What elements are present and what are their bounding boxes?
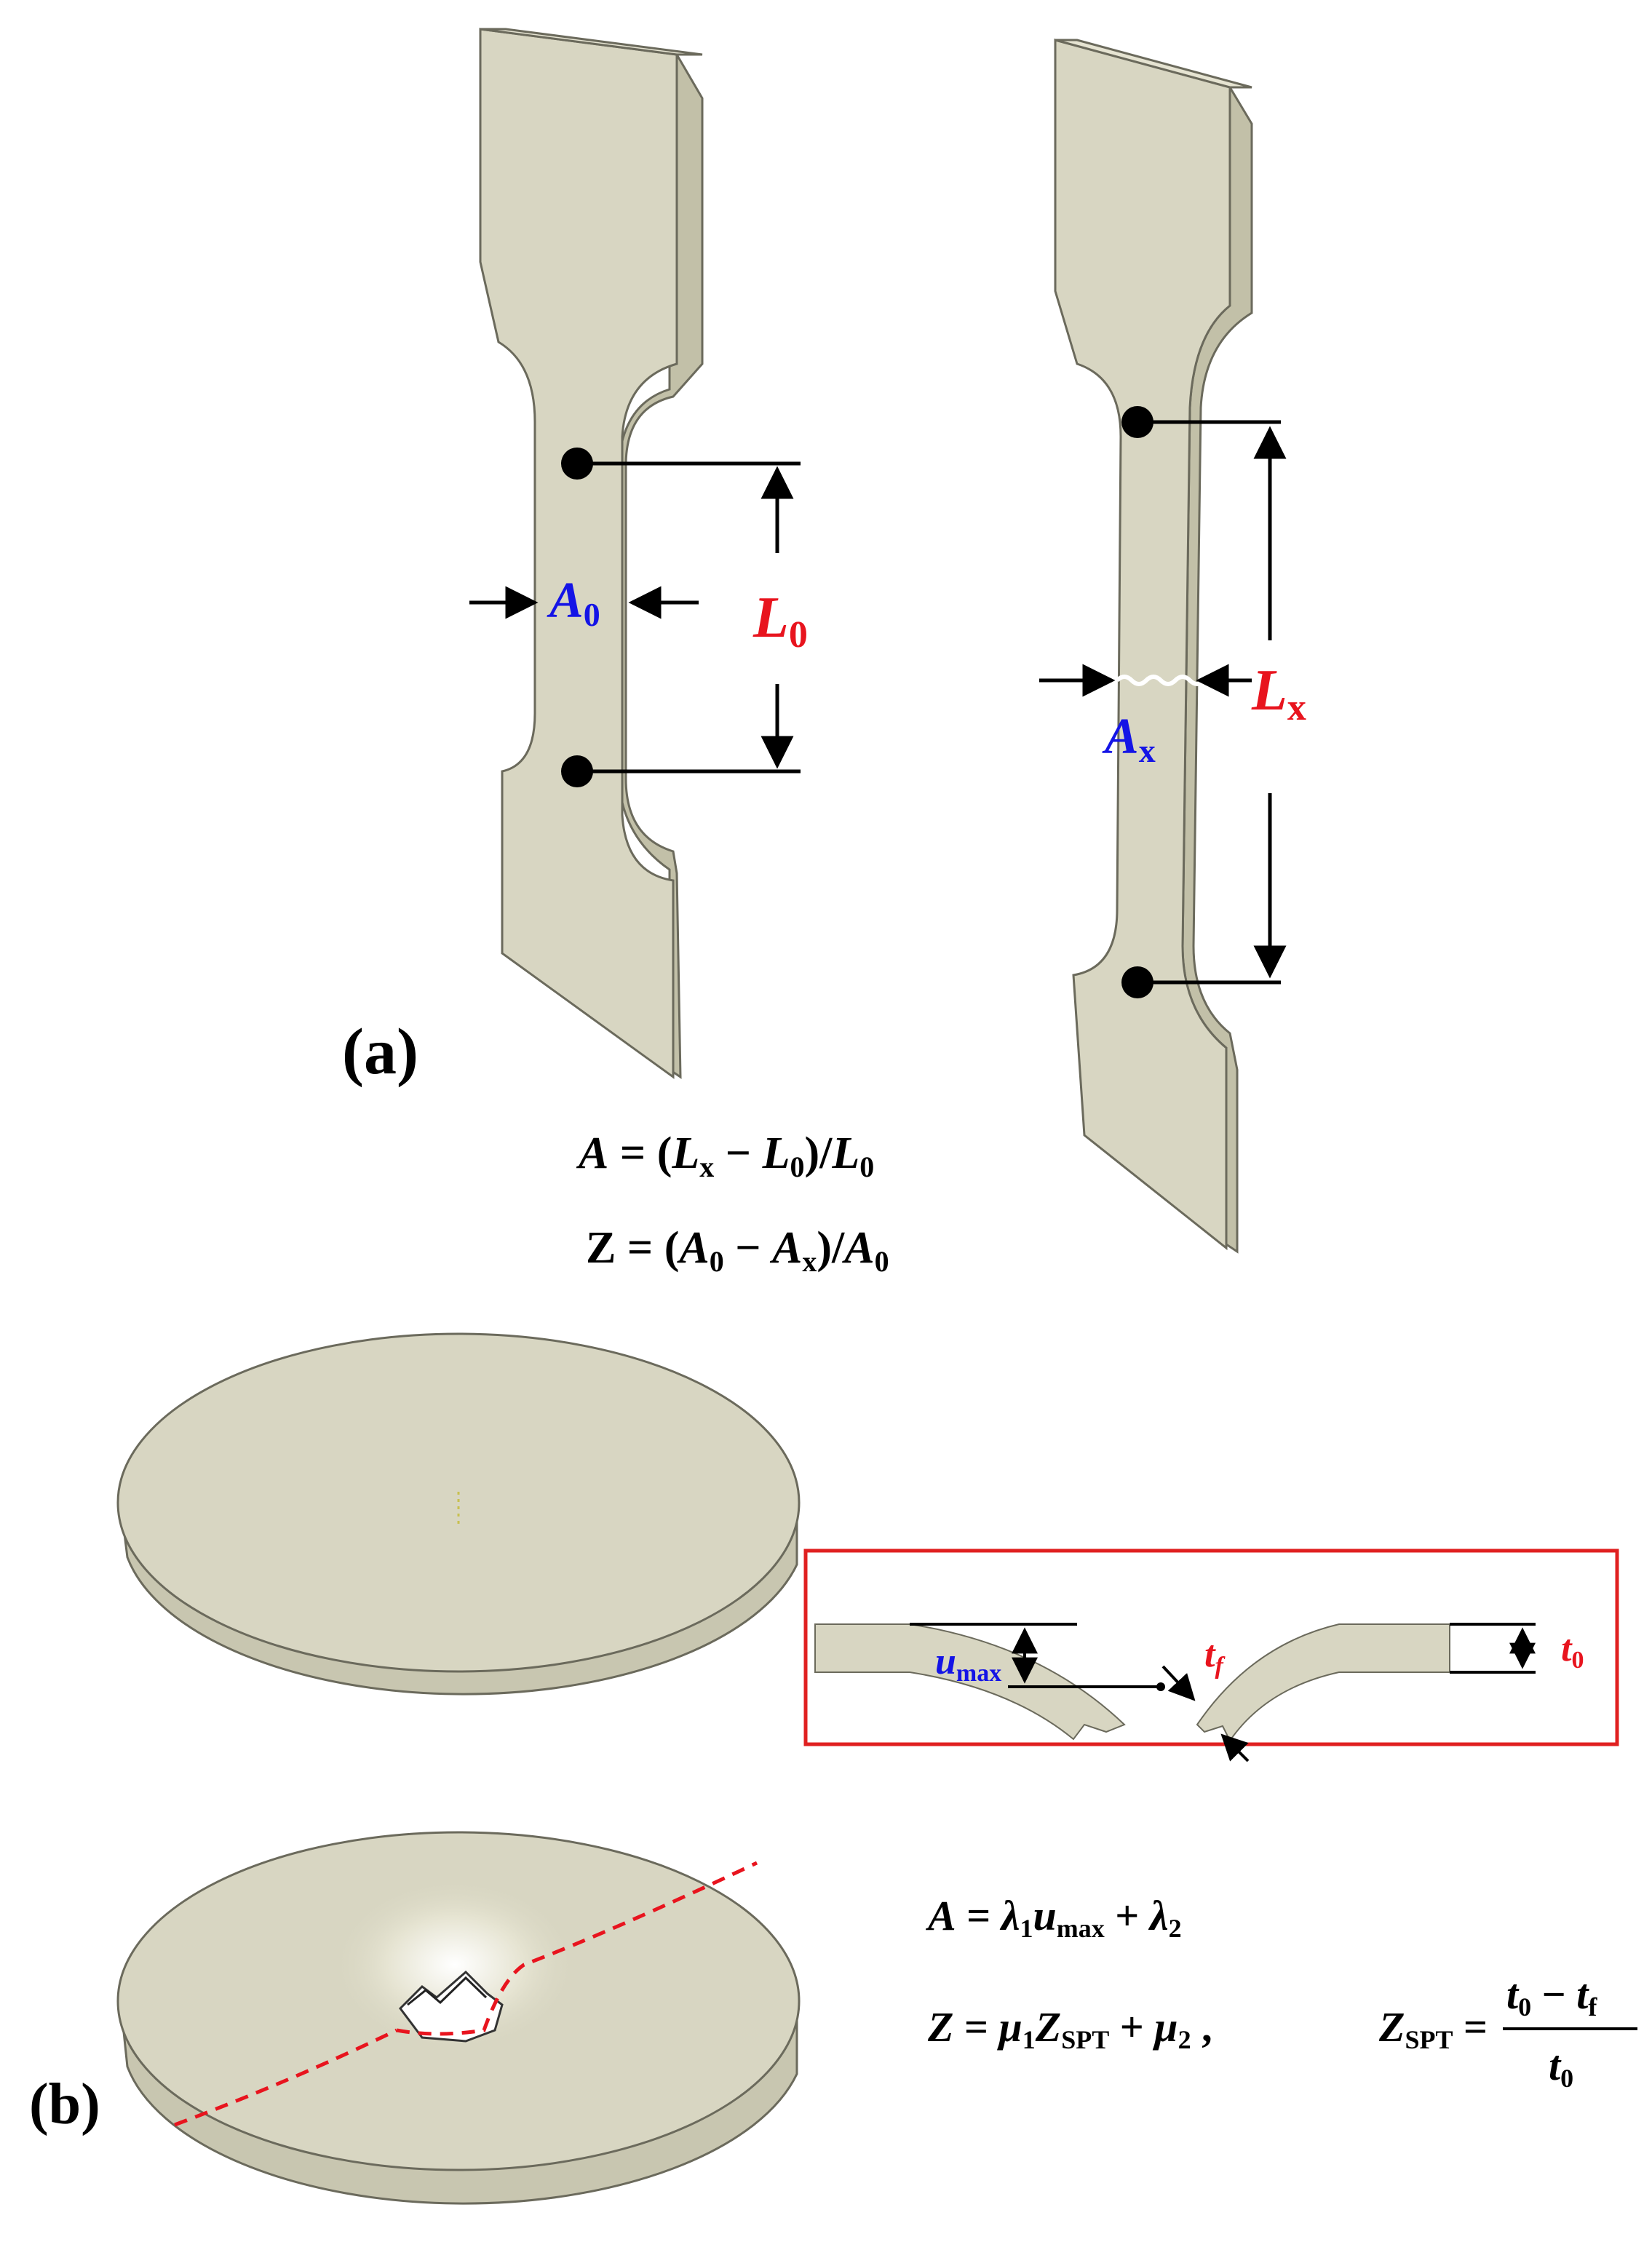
specimen-left-side (617, 51, 704, 1079)
equation-reduction-area: Z = (A0 − Ax)/A0 (586, 1223, 889, 1278)
inset-right-profile (1196, 1623, 1450, 1742)
disc-undeformed-top (116, 1332, 801, 1673)
crack-edge (407, 1976, 488, 2006)
fracture-line (1115, 675, 1207, 686)
inset-cross-section: umax tf t0 (803, 1549, 1619, 1762)
punch-dimple (331, 1877, 579, 2052)
tf-arrow-lower (1220, 1733, 1250, 1762)
specimen-left (479, 28, 704, 1079)
specimen-right-face (1054, 39, 1231, 1251)
specimen-left-top (480, 28, 703, 56)
equation-spt-reduction: Z = μ1ZSPT + μ2 , (927, 2003, 1212, 2054)
disc-deformed (116, 1831, 801, 2205)
fraction-denominator: t0 (1549, 2042, 1573, 2093)
label-Lx: Lx (1251, 659, 1306, 728)
specimen-left-face (479, 28, 678, 1079)
equation-elongation: A = (Lx − L0)/L0 (576, 1129, 874, 1183)
label-t0: t0 (1561, 1628, 1584, 1674)
equation-spt-elongation: A = λ1umax + λ2 (926, 1892, 1182, 1943)
fraction-numerator: t0 − tf (1506, 1971, 1597, 2022)
label-umax: umax (935, 1641, 1001, 1687)
panel-a-label: (a) (342, 1016, 418, 1088)
tf-arrow-upper (1161, 1665, 1196, 1701)
panel-b-label: (b) (29, 2072, 100, 2136)
specimen-right (1054, 39, 1253, 1254)
specimen-right-top (1055, 39, 1252, 89)
fracture-path (174, 1861, 758, 2127)
gauge-length-L0 (561, 448, 801, 787)
label-tf: tf (1204, 1634, 1226, 1679)
label-L0: L0 (752, 586, 808, 656)
equation-zspt-def: ZSPT = (1378, 2003, 1488, 2054)
inset-left-profile (814, 1623, 1126, 1741)
label-Ax: Ax (1102, 709, 1156, 769)
label-A0: A0 (547, 573, 600, 633)
disc-undeformed (116, 1332, 801, 1696)
gauge-length-Lx (1121, 406, 1287, 998)
